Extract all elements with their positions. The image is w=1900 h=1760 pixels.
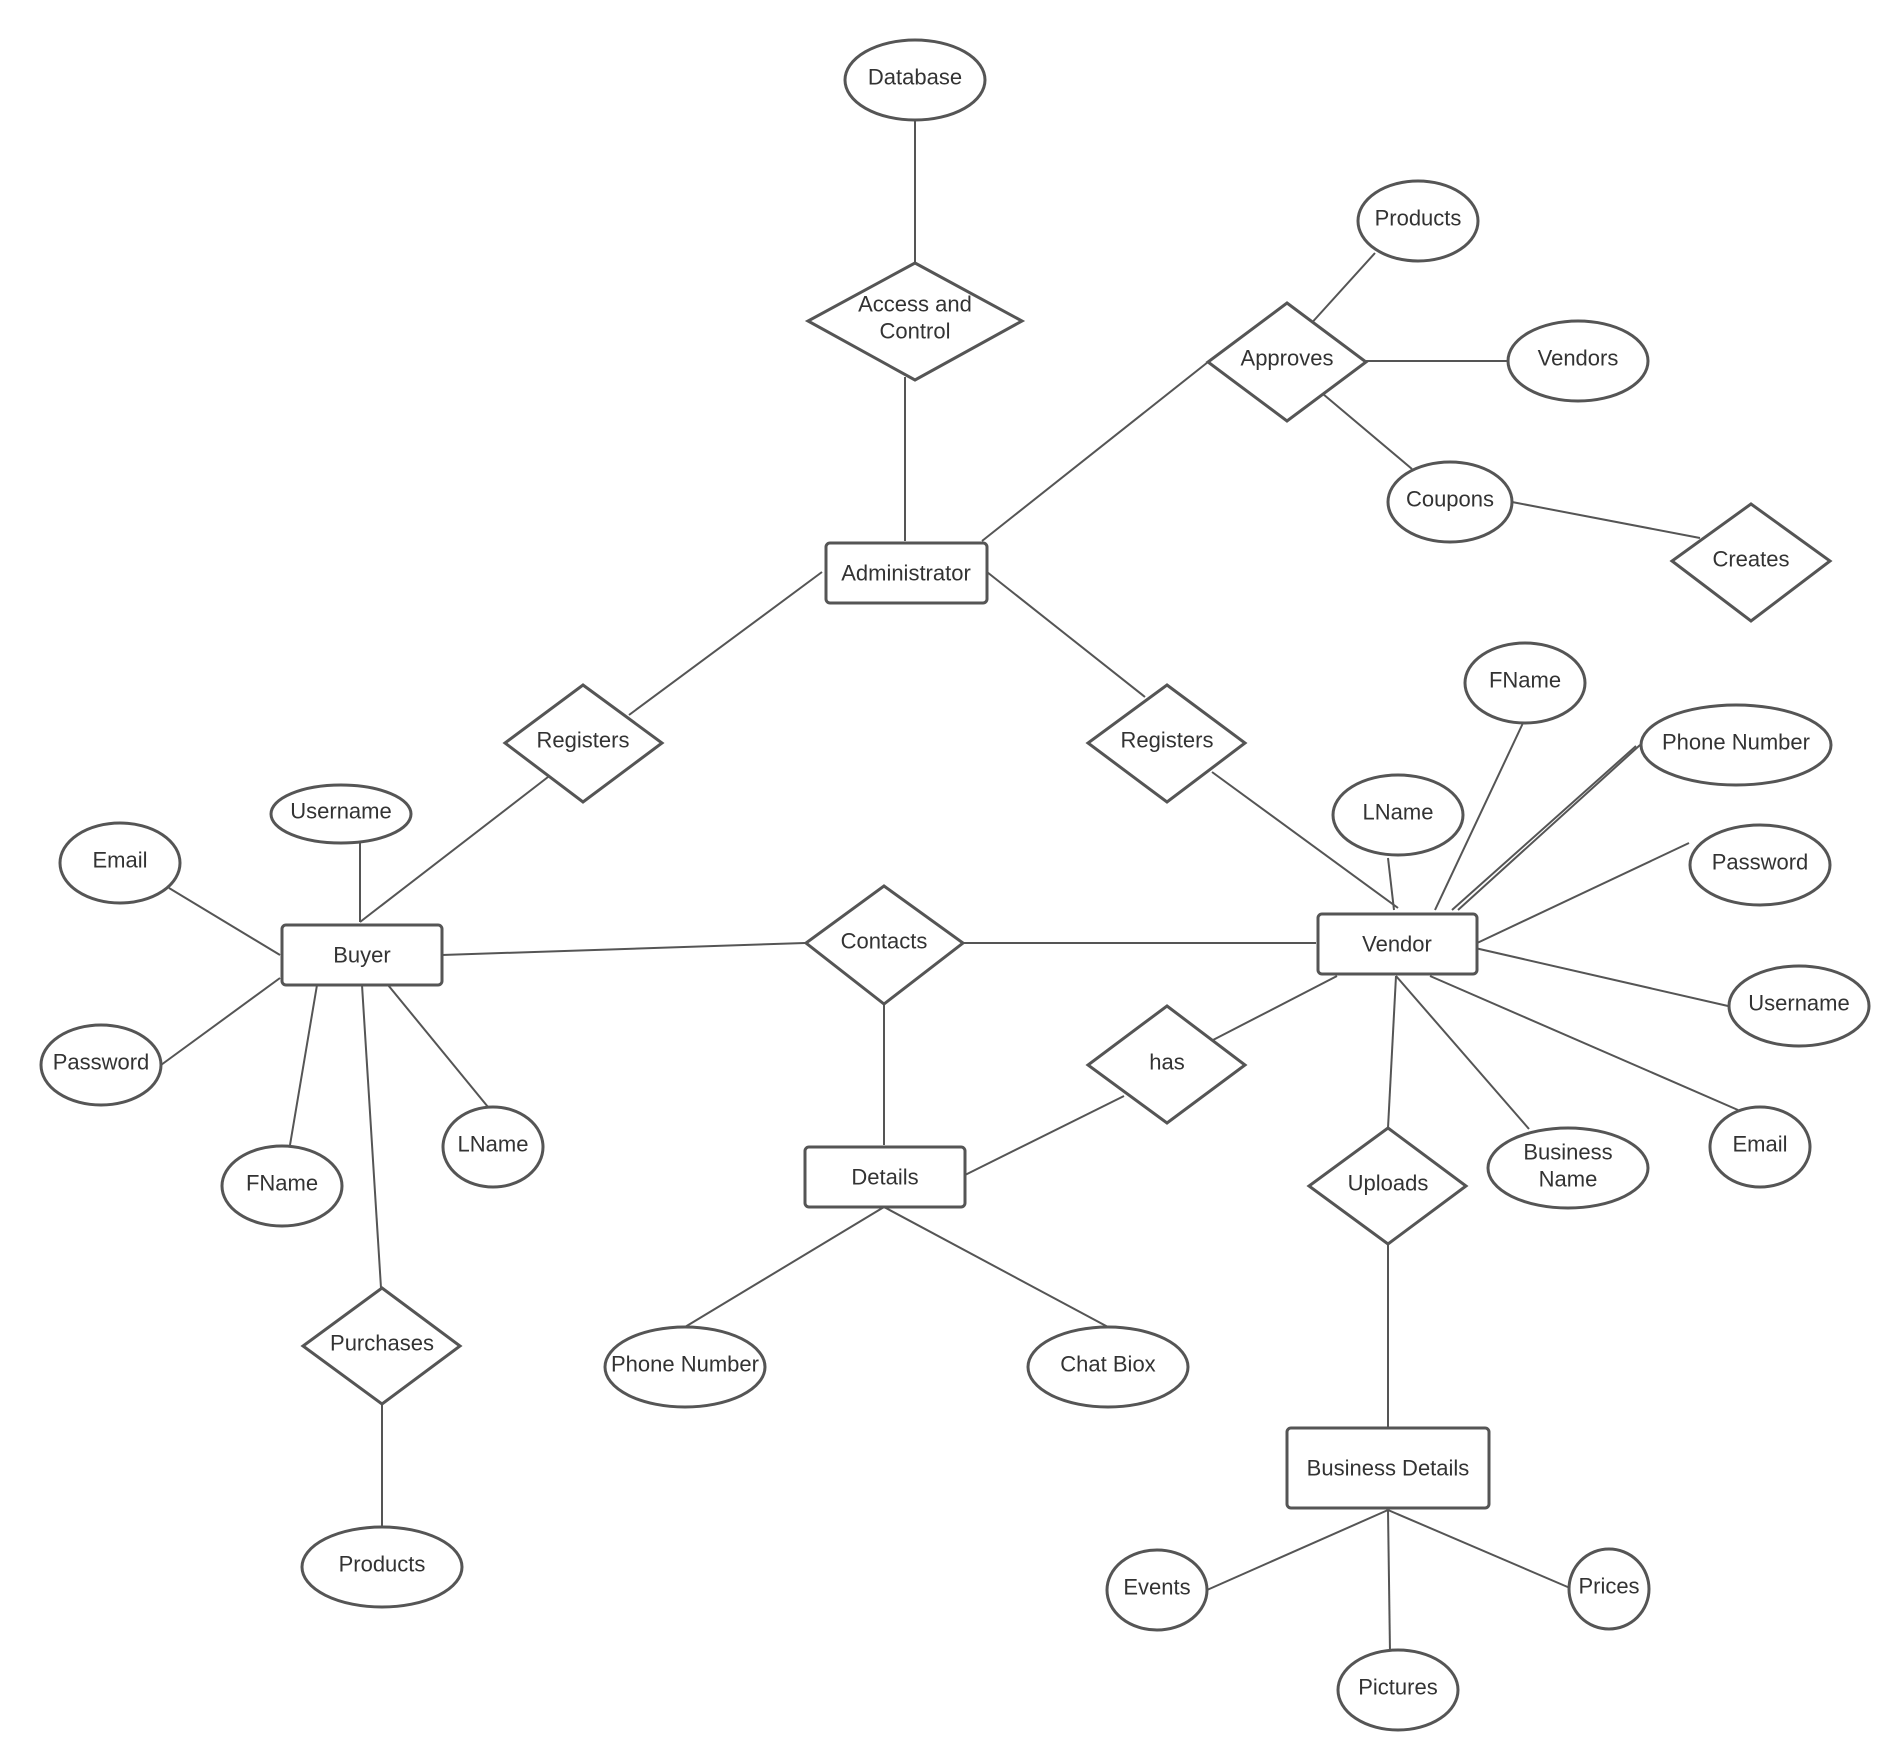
attribute-coupons: Coupons — [1386, 460, 1514, 544]
attribute-buyer-products: Products — [300, 1525, 464, 1609]
svg-text:Uploads: Uploads — [1348, 1171, 1429, 1196]
attribute-details-phone-number: Phone Number — [603, 1325, 767, 1409]
attribute-vendor-lname: LName — [1331, 773, 1465, 857]
relationship-access-and-control: Access and Control — [804, 261, 1026, 382]
attribute-products-top: Products — [1356, 179, 1480, 263]
svg-text:Details: Details — [851, 1165, 918, 1190]
svg-text:Access and: Access and — [858, 292, 972, 317]
svg-text:Coupons: Coupons — [1406, 487, 1494, 512]
svg-text:Events: Events — [1123, 1575, 1190, 1600]
svg-text:Username: Username — [1748, 991, 1849, 1016]
svg-text:Email: Email — [1732, 1132, 1787, 1157]
svg-text:Pictures: Pictures — [1358, 1675, 1437, 1700]
svg-text:Buyer: Buyer — [333, 943, 390, 968]
svg-text:Database: Database — [868, 65, 962, 90]
svg-text:Registers: Registers — [1121, 728, 1214, 753]
svg-text:Phone Number: Phone Number — [611, 1352, 759, 1377]
svg-text:Contacts: Contacts — [841, 929, 928, 954]
svg-text:FName: FName — [246, 1171, 318, 1196]
svg-text:Password: Password — [53, 1050, 150, 1075]
connector-lines — [160, 121, 1739, 1653]
attribute-buyer-username: Username — [269, 783, 413, 845]
svg-text:Vendors: Vendors — [1538, 346, 1619, 371]
svg-text:Password: Password — [1712, 850, 1809, 875]
entity-vendor: Vendor — [1316, 912, 1479, 976]
relationship-creates: Creates — [1669, 502, 1833, 623]
svg-text:Products: Products — [1375, 206, 1462, 231]
attribute-buyer-email: Email — [58, 821, 182, 905]
entity-business-details: Business Details — [1285, 1426, 1491, 1510]
attribute-vendor-business-name: Business Name — [1486, 1126, 1650, 1210]
svg-text:Approves: Approves — [1241, 346, 1334, 371]
relationship-approves: Approves — [1205, 301, 1369, 423]
attribute-events: Events — [1105, 1548, 1209, 1632]
attribute-buyer-fname: FName — [220, 1144, 344, 1228]
relationship-has: has — [1085, 1004, 1248, 1125]
relationship-uploads: Uploads — [1306, 1126, 1469, 1246]
svg-text:Name: Name — [1539, 1167, 1598, 1192]
svg-text:Chat Biox: Chat Biox — [1060, 1352, 1155, 1377]
relationship-registers-vendor: Registers — [1085, 683, 1248, 804]
svg-text:Products: Products — [339, 1552, 426, 1577]
svg-text:LName: LName — [1363, 800, 1434, 825]
attribute-pictures: Pictures — [1336, 1648, 1460, 1732]
attribute-prices: Prices — [1567, 1547, 1651, 1631]
svg-text:Vendor: Vendor — [1362, 932, 1432, 957]
svg-text:Administrator: Administrator — [841, 561, 971, 586]
svg-text:Email: Email — [92, 848, 147, 873]
svg-text:Control: Control — [880, 319, 951, 344]
attribute-buyer-password: Password — [39, 1023, 163, 1107]
attribute-vendor-password: Password — [1688, 823, 1832, 907]
svg-text:Prices: Prices — [1578, 1574, 1639, 1599]
svg-text:Creates: Creates — [1712, 547, 1789, 572]
svg-text:LName: LName — [458, 1132, 529, 1157]
relationship-contacts: Contacts — [803, 884, 966, 1006]
entity-administrator: Administrator — [824, 541, 989, 605]
attribute-details-chat: Chat Biox — [1026, 1325, 1190, 1409]
attribute-vendor-email: Email — [1708, 1105, 1812, 1189]
attribute-database: Database — [843, 38, 987, 122]
svg-text:Username: Username — [290, 799, 391, 824]
svg-text:Registers: Registers — [537, 728, 630, 753]
relationship-registers-buyer: Registers — [502, 683, 665, 804]
svg-text:has: has — [1149, 1050, 1184, 1075]
attribute-vendor-username: Username — [1727, 964, 1871, 1048]
attribute-vendor-phone-number: Phone Number — [1639, 703, 1833, 787]
svg-text:Business Details: Business Details — [1307, 1456, 1470, 1481]
attribute-buyer-lname: LName — [441, 1105, 545, 1189]
svg-text:Business: Business — [1523, 1140, 1612, 1165]
attribute-vendors: Vendors — [1506, 319, 1650, 403]
entity-buyer: Buyer — [280, 923, 444, 987]
relationship-purchases: Purchases — [300, 1286, 463, 1406]
entity-details: Details — [803, 1145, 967, 1209]
attribute-vendor-fname: FName — [1463, 641, 1587, 725]
svg-text:Phone Number: Phone Number — [1662, 730, 1810, 755]
svg-text:FName: FName — [1489, 668, 1561, 693]
svg-text:Purchases: Purchases — [330, 1331, 434, 1356]
